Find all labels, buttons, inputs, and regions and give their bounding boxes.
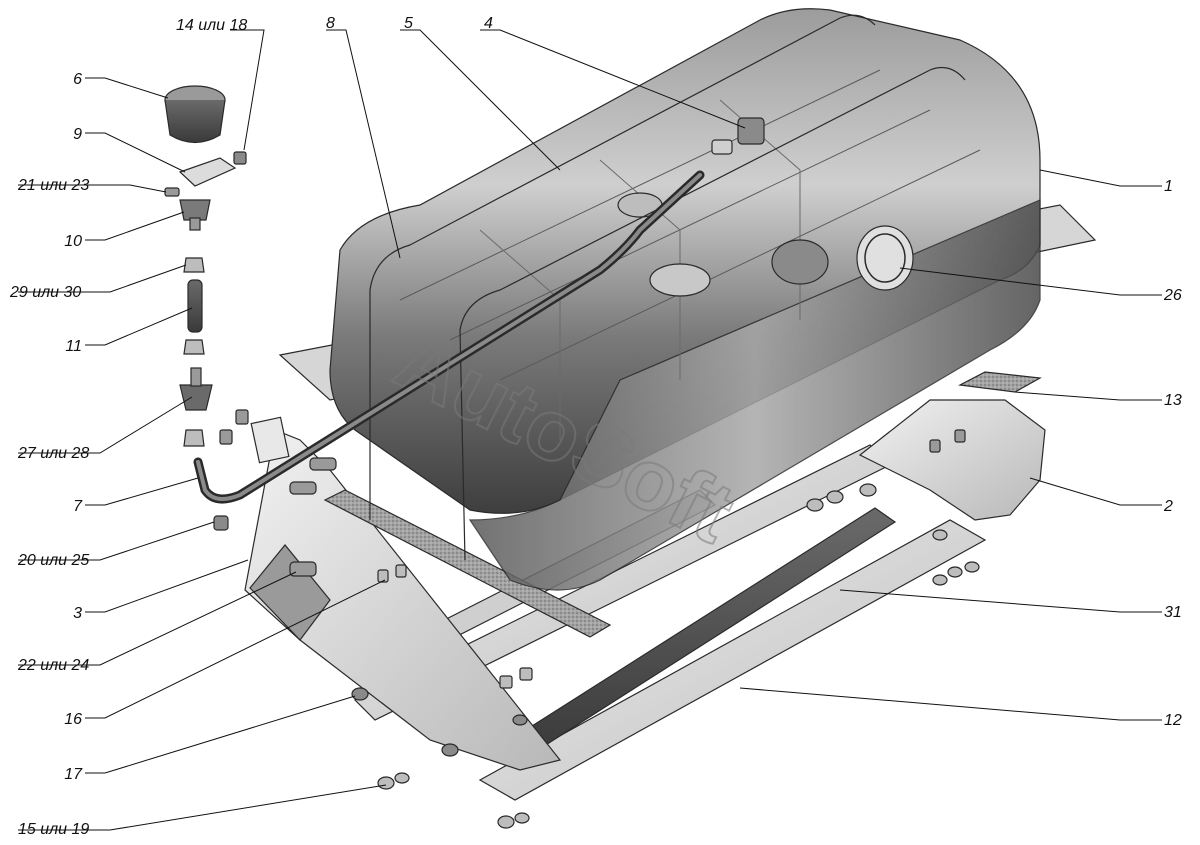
flange-top-2 — [649, 263, 711, 297]
bracket-plate-9 — [178, 157, 237, 187]
callout-16: 16 — [64, 711, 82, 728]
callout-13: 13 — [1164, 392, 1182, 409]
nut-17 — [351, 687, 369, 701]
callout-17: 17 — [64, 766, 83, 783]
filler-neck-26 — [771, 225, 914, 291]
strap-8 — [369, 14, 876, 520]
callout-1: 1 — [1164, 178, 1173, 195]
callout-labels: 1 2 3 4 5 6 7 8 9 10 11 12 13 14 или 18 … — [9, 15, 1182, 838]
callout-26: 26 — [1163, 287, 1182, 304]
felt-pad-13 — [958, 371, 1042, 393]
callout-27-28: 27 или 28 — [17, 445, 89, 462]
felt-pad-left — [323, 489, 612, 638]
callout-22-24: 22 или 24 — [17, 657, 89, 674]
callout-31: 31 — [1164, 604, 1182, 621]
leader-lines — [18, 29, 1162, 831]
bracket-2 — [858, 399, 1046, 521]
callout-12: 12 — [1164, 712, 1182, 729]
callout-9: 9 — [73, 126, 82, 143]
nut-14-18 — [233, 151, 247, 165]
callout-29-30: 29 или 30 — [9, 284, 81, 301]
bracket-3 — [244, 416, 562, 771]
callout-3: 3 — [73, 605, 82, 622]
callout-8: 8 — [326, 15, 335, 32]
sensor-4 — [711, 117, 765, 155]
callout-6: 6 — [73, 71, 82, 88]
callout-14-18: 14 или 18 — [176, 17, 247, 34]
nut-15-19 — [377, 776, 395, 790]
callout-15-19: 15 или 19 — [18, 821, 89, 838]
crossbeam-rear — [478, 519, 987, 801]
breather-assembly — [164, 85, 249, 531]
bolt-22-24 — [289, 561, 317, 577]
callout-5: 5 — [404, 15, 413, 32]
fuel-tank-body — [329, 8, 1041, 591]
screw-21-23 — [164, 187, 180, 197]
clamp-29-30 — [183, 257, 205, 273]
callout-7: 7 — [73, 498, 83, 515]
fasteners — [289, 457, 980, 829]
callout-4: 4 — [484, 15, 493, 32]
callout-20-25: 20 или 25 — [17, 552, 89, 569]
callout-2: 2 — [1163, 498, 1173, 515]
valve-10 — [179, 199, 211, 221]
nut-20-25 — [213, 515, 229, 531]
bolt-16 — [377, 569, 389, 583]
valve-27-28 — [179, 384, 213, 411]
callout-21-23: 21 или 23 — [17, 177, 89, 194]
callout-10: 10 — [64, 233, 82, 250]
callout-11: 11 — [65, 338, 82, 355]
strap-5 — [459, 67, 966, 561]
hose-11 — [187, 279, 203, 333]
